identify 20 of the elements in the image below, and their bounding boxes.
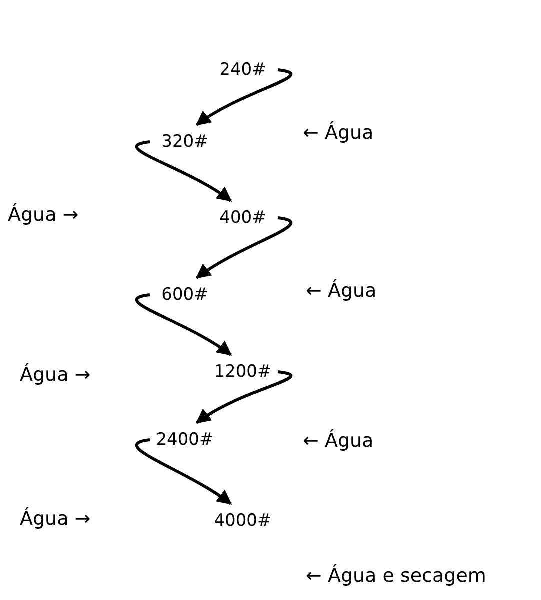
- grit-label: 600#: [152, 280, 218, 310]
- curved-arrow: [196, 216, 292, 280]
- grit-label: 320#: [152, 127, 218, 157]
- water-note: ← Água: [303, 122, 374, 144]
- grit-label: 2400#: [152, 425, 218, 455]
- water-note: ← Água e secagem: [306, 565, 486, 587]
- water-note: Água →: [20, 364, 91, 386]
- water-note: ← Água: [306, 280, 377, 302]
- water-note: ← Água: [303, 430, 374, 452]
- curved-arrow: [136, 438, 232, 506]
- grit-label: 240#: [210, 55, 276, 85]
- curved-arrow: [196, 68, 292, 126]
- grit-label: 1200#: [210, 357, 276, 387]
- water-note: Água →: [20, 508, 91, 530]
- curved-arrow: [196, 370, 292, 424]
- curved-arrow: [136, 294, 232, 356]
- grit-label: 400#: [210, 203, 276, 233]
- grit-label: 4000#: [210, 506, 276, 536]
- water-note: Água →: [8, 204, 79, 226]
- curved-arrow: [136, 140, 232, 202]
